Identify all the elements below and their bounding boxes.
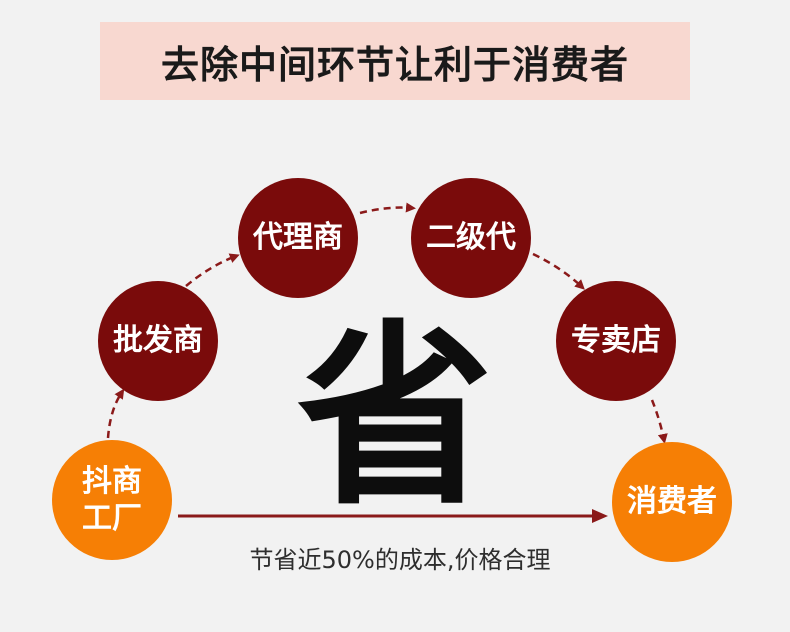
center-save-character: 省 — [296, 302, 493, 532]
dashed-arrow-agent-to-second — [359, 202, 416, 215]
node-factory: 抖商 工厂 — [52, 440, 172, 560]
node-store-label: 专卖店 — [571, 323, 661, 359]
node-second-level-agent: 二级代 — [411, 178, 531, 298]
dashed-arrow-wholesale-to-agent — [185, 253, 240, 287]
node-second-level-agent-label: 二级代 — [426, 220, 516, 256]
node-store: 专卖店 — [556, 281, 676, 401]
node-factory-line-1: 抖商 — [82, 463, 142, 499]
savings-caption: 节省近50%的成本,价格合理 — [249, 546, 551, 574]
node-wholesaler: 批发商 — [98, 281, 218, 401]
title-banner: 去除中间环节让利于消费者 — [100, 22, 690, 100]
node-wholesaler-label: 批发商 — [113, 323, 203, 359]
node-agent-label: 代理商 — [253, 220, 343, 256]
node-agent: 代理商 — [238, 178, 358, 298]
dashed-arrow-factory-to-wholesale — [106, 388, 125, 439]
dashed-arrow-store-to-consumer — [650, 399, 668, 444]
node-factory-line-2: 工厂 — [82, 501, 142, 536]
dashed-arrow-second-to-store — [532, 252, 585, 290]
node-consumer-label: 消费者 — [627, 484, 717, 520]
node-consumer: 消费者 — [612, 442, 732, 562]
page-title: 去除中间环节让利于消费者 — [160, 41, 629, 87]
